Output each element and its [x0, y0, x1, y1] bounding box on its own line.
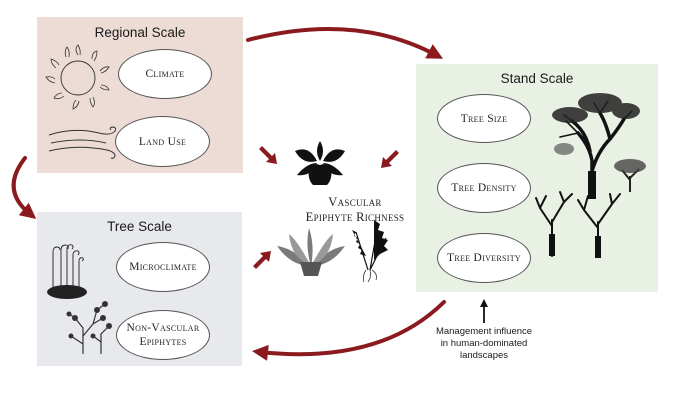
- non-vascular-epiphytes-factor: Non-Vascular Epiphytes: [116, 310, 210, 360]
- regional-scale-box: Regional Scale Climate Land Use: [37, 17, 243, 173]
- center-label-line-1: Vascular: [328, 195, 382, 209]
- center-label-line-2: Epiphyte Richness: [305, 210, 405, 224]
- bare-tree-icon: [535, 191, 621, 258]
- land-use-label: Land Use: [138, 135, 187, 148]
- stand-to-tree-arrow: [252, 300, 446, 361]
- non-vascular-label: Non-Vascular: [126, 322, 200, 334]
- microclimate-label: Microclimate: [129, 261, 197, 273]
- management-influence-label: Management influence in human-dominated …: [428, 326, 540, 362]
- stand-to-richness-arrow: [381, 150, 399, 168]
- tree-density-label: Tree Density: [451, 182, 517, 194]
- climate-label: Climate: [145, 68, 185, 80]
- orchid-icon: [295, 141, 345, 185]
- tree-size-label: Tree Size: [460, 112, 508, 125]
- vascular-epiphyte-richness-label: Vascular Epiphyte Richness: [295, 195, 415, 225]
- climate-factor: Climate: [118, 49, 212, 99]
- small-tree-icon: [614, 159, 646, 192]
- epiphytes-label: Epiphytes: [139, 336, 187, 348]
- tree-density-factor: Tree Density: [437, 163, 531, 213]
- wind-icon: [48, 126, 117, 159]
- lichen-icon: [66, 301, 112, 354]
- land-use-factor: Land Use: [115, 116, 210, 167]
- tree-diversity-label: Tree Diversity: [447, 252, 521, 264]
- management-line-3: landscapes: [459, 350, 509, 361]
- management-line-1: Management influence: [435, 326, 533, 337]
- management-line-2: in human-dominated: [440, 338, 528, 349]
- regional-to-tree-arrow: [11, 156, 37, 220]
- tree-diversity-factor: Tree Diversity: [437, 233, 531, 283]
- management-arrow: [480, 299, 488, 323]
- sun-icon: [45, 44, 110, 110]
- tree-size-factor: Tree Size: [437, 94, 531, 143]
- moss-icon: [47, 244, 87, 299]
- influence-arrows: [253, 146, 399, 269]
- regional-to-stand-arrow: [246, 26, 444, 59]
- tree-scale-title: Tree Scale: [107, 219, 172, 234]
- regional-to-richness-arrow: [259, 146, 277, 164]
- fern-icon: [352, 220, 388, 283]
- microclimate-factor: Microclimate: [116, 242, 210, 292]
- stand-scale-box: Stand Scale Tree Size Tree Density Tree …: [416, 64, 658, 292]
- large-tree-icon: [552, 93, 640, 199]
- regional-scale-title: Regional Scale: [94, 25, 186, 40]
- tree-scale-box: Tree Scale Microclimate Non-Vascular Epi…: [37, 212, 242, 366]
- stand-scale-title: Stand Scale: [500, 71, 574, 86]
- bromeliad-icon: [277, 228, 345, 276]
- tree-to-richness-arrow: [253, 251, 271, 269]
